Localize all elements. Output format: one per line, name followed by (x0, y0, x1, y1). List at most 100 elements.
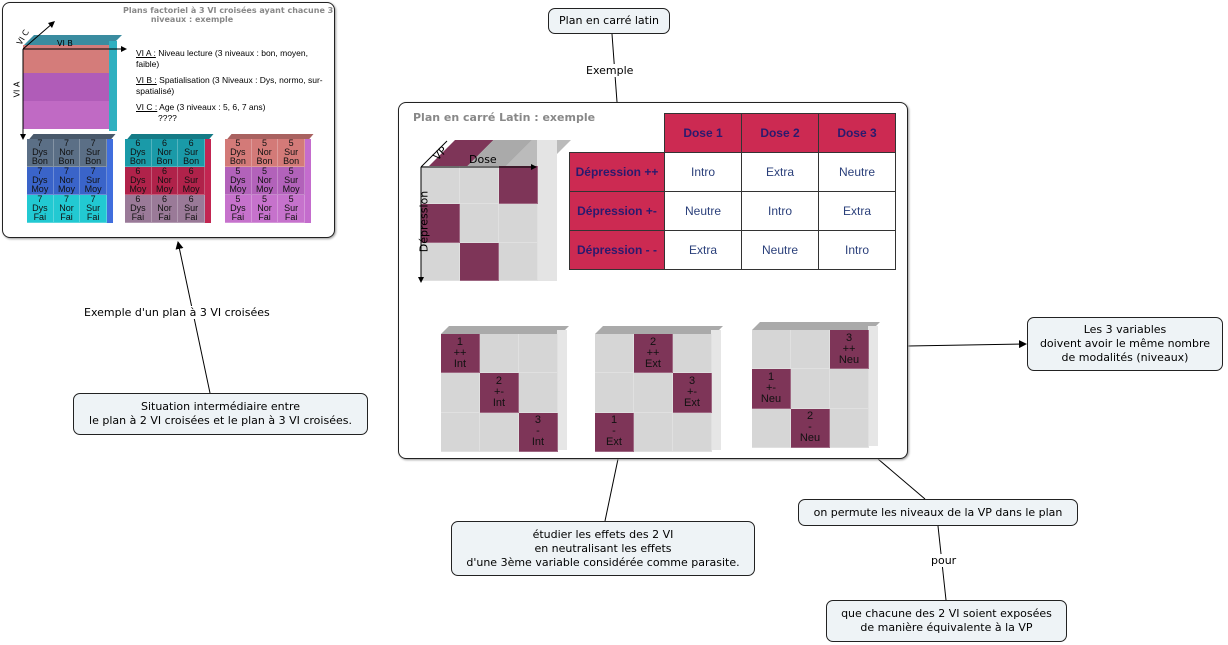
block-cell: 5 Dys Bon (225, 139, 252, 167)
block-cell: 7 Nor Moy (53, 167, 81, 195)
block-cell: 7 Nor Fai (53, 195, 81, 223)
cube-cell (421, 204, 460, 243)
vi-c-label: VI C : (136, 102, 158, 112)
layer-cell: 1 ++ Int (441, 334, 480, 374)
axis-depression-label: Dépression (417, 190, 431, 253)
layer-cell (519, 373, 558, 413)
concept-plan-carre-latin[interactable]: Plan en carré latin (548, 8, 670, 34)
block-cell: 6 Nor Bon (151, 139, 179, 167)
table-cell: Intro (741, 191, 819, 231)
layer-cell: 2 +- Int (480, 373, 519, 413)
layer-cell (752, 330, 791, 370)
cube-cell (499, 242, 538, 281)
layer-cell (830, 369, 869, 409)
block-cell: 6 Dys Fai (125, 195, 152, 223)
axis-dose-label: Dose (469, 153, 497, 166)
block-cell: 5 Nor Bon (251, 139, 279, 167)
axis-vi-b-label: VI B (57, 39, 73, 48)
unknown-marker: ???? (158, 113, 177, 123)
axis-vi-a-label: VI A (12, 81, 22, 98)
variable-descriptions: VI A : Niveau lecture (3 niveaux : bon, … (136, 48, 326, 124)
layer-cell (441, 373, 480, 413)
block-cell: 5 Dys Moy (225, 167, 252, 195)
table-cell: Neutre (741, 230, 819, 270)
layer-cell (634, 373, 673, 413)
cube-cell (460, 242, 499, 281)
layer-cell (791, 330, 830, 370)
vi-a-label: VI A : (136, 48, 156, 58)
vi-b-label: VI B : (136, 75, 157, 85)
row-header: Dépression - - (569, 230, 665, 270)
link-label-exemple-plan: Exemple d'un plan à 3 VI croisées (82, 306, 272, 319)
table-cell: Neutre (664, 191, 742, 231)
layer-cell (673, 412, 712, 452)
concept-chacune-exposees[interactable]: que chacune des 2 VI soient exposées de … (826, 600, 1067, 642)
block-cell: 7 Sur Moy (80, 167, 107, 195)
layer-cell (634, 412, 673, 452)
link-label-exemple: Exemple (584, 64, 636, 77)
factorial-plan-image: Plans factoriel à 3 VI croisées ayant ch… (2, 2, 335, 238)
block-cell: 5 Nor Fai (251, 195, 279, 223)
image-title: Plan en carré Latin : exemple (413, 111, 596, 124)
table-cell: Extra (741, 152, 819, 192)
image-title: Plans factoriel à 3 VI croisées ayant ch… (123, 6, 334, 24)
table-cell: Extra (818, 191, 896, 231)
layer-cell (441, 412, 480, 452)
concept-situation-intermediaire[interactable]: Situation intermédiaire entre le plan à … (73, 393, 368, 435)
axis-arrows (20, 21, 127, 140)
concept-trois-variables[interactable]: Les 3 variables doivent avoir le même no… (1027, 317, 1223, 371)
block-cell: 6 Sur Fai (178, 195, 205, 223)
layer-cell (752, 408, 791, 448)
cube-cell (499, 166, 538, 205)
table-cell: Intro (818, 230, 896, 270)
cube-cell (460, 166, 499, 205)
row-header: Dépression ++ (569, 152, 665, 192)
block-cell: 5 Sur Fai (278, 195, 305, 223)
table-cell: Extra (664, 230, 742, 270)
latin-square-image: Plan en carré Latin : exemple VP Dose Dé… (398, 102, 908, 459)
concept-etudier-effets[interactable]: étudier les effets des 2 VI en neutralis… (451, 521, 755, 576)
block-cell: 6 Sur Bon (178, 139, 205, 167)
cube-3d (23, 35, 122, 137)
layer-cell: 3 ++ Neu (830, 330, 869, 370)
layer-cell: 1 +- Neu (752, 369, 791, 409)
table-header: Dose 3 (818, 113, 896, 153)
table-header: Dose 2 (741, 113, 819, 153)
vi-b-desc: Spatialisation (3 Niveaux : Dys, normo, … (136, 75, 323, 96)
latin-axis-arrows (418, 140, 537, 283)
layer-cell (519, 334, 558, 374)
layer-cell (830, 408, 869, 448)
concept-permute-niveaux[interactable]: on permute les niveaux de la VP dans le … (798, 499, 1078, 526)
cube-cell (499, 204, 538, 243)
block-cell: 6 Nor Moy (151, 167, 179, 195)
layer-cell: 2 - Neu (791, 408, 830, 448)
block-cell: 7 Dys Moy (27, 167, 54, 195)
block-cell: 6 Dys Bon (125, 139, 152, 167)
table-cell: Intro (664, 152, 742, 192)
table-header: Dose 1 (664, 113, 742, 153)
layer-cell (595, 334, 634, 374)
layer-cell (791, 369, 830, 409)
vi-a-desc: Niveau lecture (3 niveaux : bon, moyen, … (136, 48, 308, 69)
block-cell: 5 Sur Moy (278, 167, 305, 195)
block-cell: 7 Sur Fai (80, 195, 107, 223)
layer-cell: 1 - Ext (595, 412, 634, 452)
layer-cell (480, 334, 519, 374)
cube-cell (421, 242, 460, 281)
layer-cell: 2 ++ Ext (634, 334, 673, 374)
layer-cell (673, 334, 712, 374)
layer-cell (595, 373, 634, 413)
block-cell: 7 Nor Bon (53, 139, 81, 167)
block-cell: 5 Nor Moy (251, 167, 279, 195)
link-label-pour: pour (929, 554, 959, 567)
